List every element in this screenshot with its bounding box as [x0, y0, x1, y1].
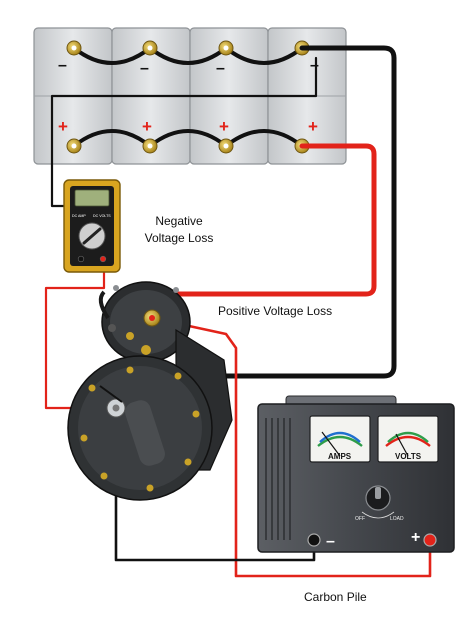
positive-terminal-sign: + — [411, 529, 420, 546]
negative-sign: – — [216, 60, 225, 77]
positive-voltage-loss-label: Positive Voltage Loss — [218, 304, 333, 318]
starter-motor — [67, 281, 233, 501]
battery-bank: – – – – + + + + — [33, 27, 347, 165]
negative-sign: – — [310, 57, 319, 74]
carbon-pile-red-lead — [150, 316, 432, 578]
meter-left-scale: DC AMP — [72, 214, 86, 218]
positive-terminal[interactable] — [423, 533, 437, 547]
amps-label: AMPS — [328, 452, 352, 461]
negative-sign: – — [140, 60, 149, 77]
off-label: OFF — [355, 516, 365, 522]
positive-sign: + — [308, 117, 318, 136]
negative-voltage-loss-line1: Negative — [155, 214, 203, 228]
battery-terminal — [66, 138, 82, 154]
negative-voltage-loss-label: Negative Voltage Loss — [134, 213, 224, 247]
motor-housing — [67, 328, 233, 501]
meter-right-scale: DC VOLTS — [93, 214, 111, 218]
negative-voltage-loss-line2: Voltage Loss — [144, 231, 214, 245]
voltmeter: DC AMP DC VOLTS — [63, 179, 121, 273]
battery-terminal — [218, 40, 234, 56]
meter-display — [74, 189, 110, 207]
positive-sign: + — [219, 117, 229, 136]
red-positive-cable — [149, 143, 377, 321]
solenoid — [98, 281, 191, 363]
positive-sign: + — [58, 117, 68, 136]
carbon-pile-label: Carbon Pile — [304, 590, 367, 604]
battery-terminal — [218, 138, 234, 154]
negative-terminal-sign: – — [326, 533, 335, 550]
load-label: LOAD — [390, 516, 404, 522]
meter-black-lead — [50, 56, 318, 208]
meter-jack-black — [77, 255, 85, 263]
negative-sign: – — [58, 57, 67, 74]
volts-label: VOLTS — [395, 452, 422, 461]
meter-jack-red — [99, 255, 107, 263]
amps-gauge: AMPS — [309, 415, 371, 463]
meter-red-lead — [44, 256, 114, 410]
battery-terminal — [142, 138, 158, 154]
volts-gauge: VOLTS — [377, 415, 439, 463]
battery-terminal — [66, 40, 82, 56]
battery-terminal — [142, 40, 158, 56]
negative-terminal[interactable] — [307, 533, 321, 547]
carbon-pile-tester: AMPS VOLTS OFF LOAD – + — [257, 395, 455, 553]
positive-sign: + — [142, 117, 152, 136]
